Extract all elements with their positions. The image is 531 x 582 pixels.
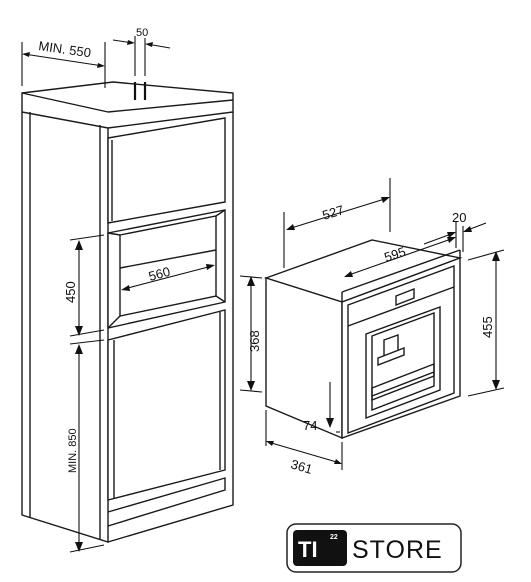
dimension-527: 527 [283,178,391,268]
label-368: 368 [247,330,262,352]
logo-superscript: 22 [330,534,338,541]
logo-mark-box [293,530,347,566]
tall-cabinet [21,81,234,543]
coffee-machine [263,239,463,440]
dimension-20: 20 [423,210,487,252]
label-595: 595 [382,244,407,265]
label-min-550: MIN. 550 [38,38,92,60]
label-min-850: MIN. 850 [67,428,79,473]
label-20: 20 [452,210,466,225]
label-50: 50 [136,27,148,39]
dimension-560: 560 [121,264,215,291]
dimension-455: 455 [467,249,505,397]
dimension-min-550: MIN. 550 [21,38,106,88]
label-560: 560 [147,264,172,284]
label-450: 450 [63,281,78,303]
dimension-361: 361 [265,410,343,477]
dimension-50: 50 [112,27,171,76]
label-361: 361 [289,456,314,476]
label-527: 527 [320,202,345,223]
logo-word: STORE [352,536,443,564]
dimension-450: 450 [63,234,105,337]
label-74: 74 [303,418,317,433]
dimension-min-850: MIN. 850 [67,339,105,553]
logo-mark-text: TI [298,537,318,562]
dimension-368: 368 [239,275,263,393]
label-455: 455 [480,316,495,338]
dimension-74: 74 [303,382,340,433]
dimension-595: 595 [344,237,456,277]
store-logo: TI 22 STORE [286,523,462,573]
